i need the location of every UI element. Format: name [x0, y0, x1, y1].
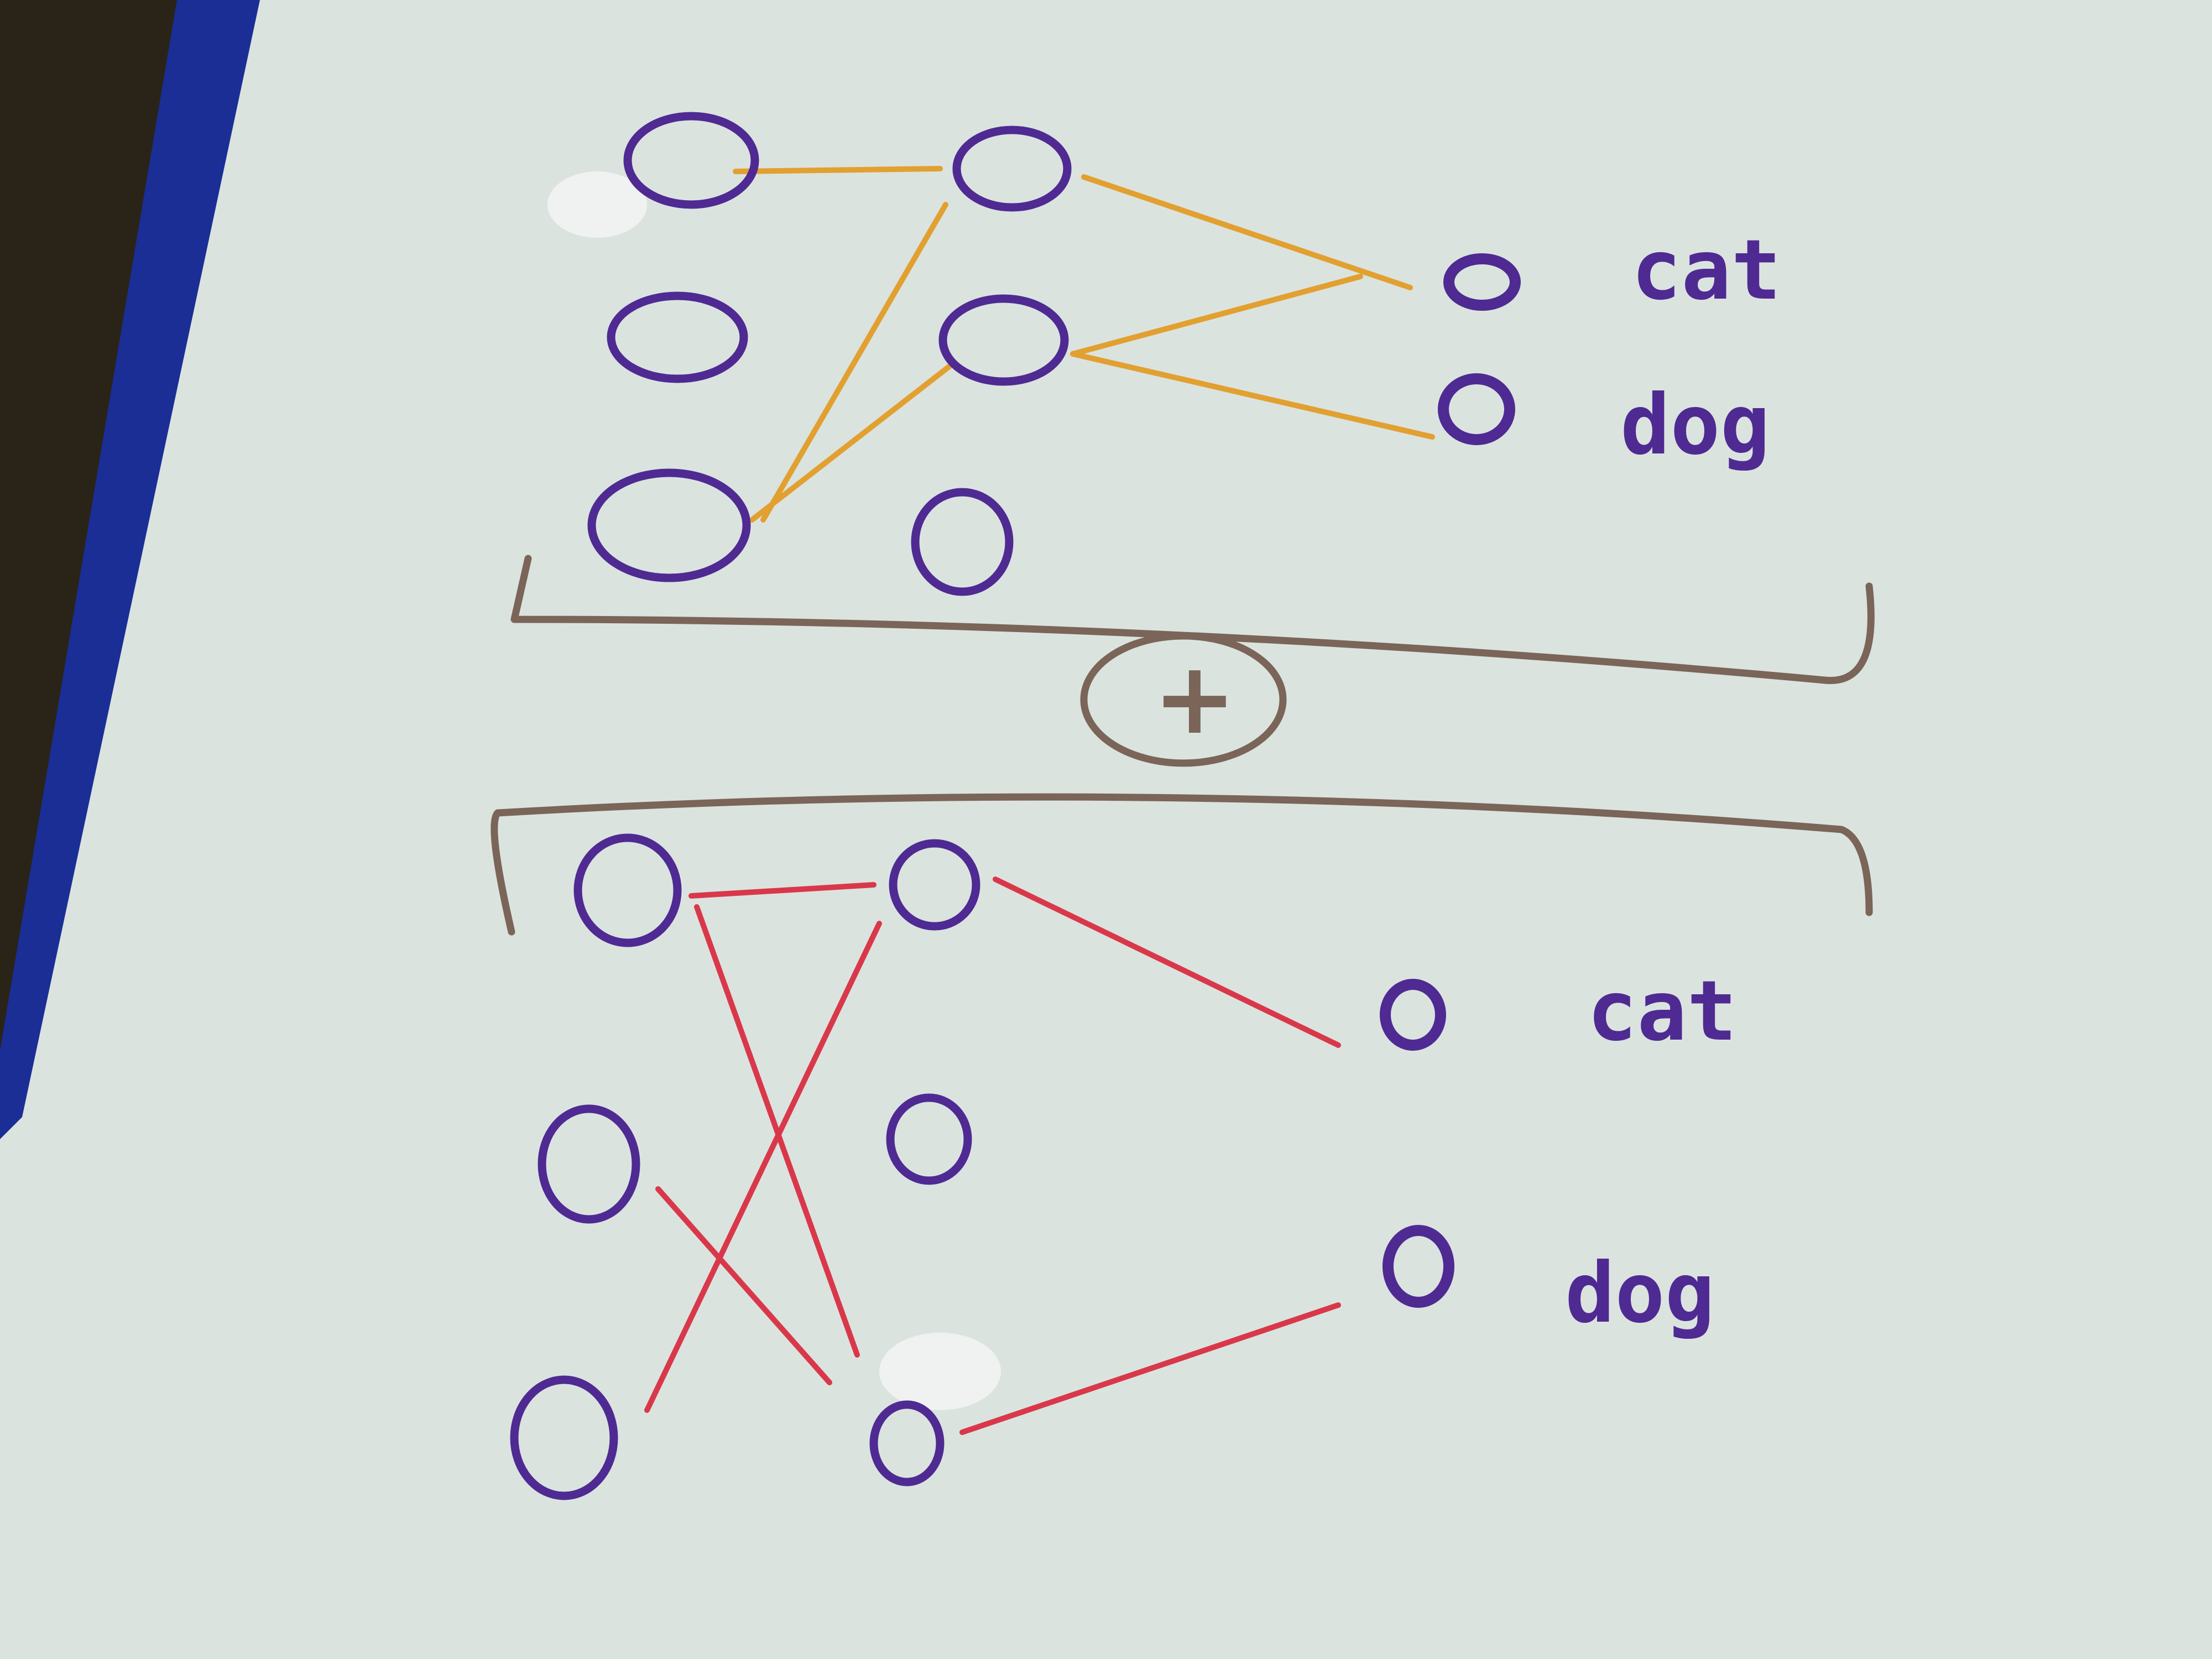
bracket-top: [510, 555, 1875, 685]
bracket-bottom: [491, 793, 1873, 936]
bottom-edge: [688, 882, 877, 899]
hidden-node: [869, 1400, 945, 1486]
glare-bottom: [879, 1333, 1001, 1410]
bottom-edge: [644, 921, 882, 1413]
bottom-edge: [694, 904, 860, 1358]
hidden-node: [952, 126, 1072, 212]
top-edge: [1081, 174, 1413, 290]
input-node: [607, 291, 748, 383]
top-edges: [733, 166, 1435, 523]
top-network: cat dog: [587, 112, 1781, 596]
output-node-dog: [1438, 373, 1515, 445]
combine-circle: [1080, 632, 1287, 767]
output-label-dog: dog: [1565, 1245, 1715, 1342]
hidden-node: [886, 1093, 972, 1185]
output-node-dog: [1383, 1225, 1454, 1308]
combine-symbol: +: [1153, 641, 1237, 757]
bottom-edges: [644, 877, 1341, 1435]
top-edge: [1070, 274, 1363, 357]
output-node-cat: [1443, 253, 1521, 311]
top-edge: [760, 202, 948, 523]
output-label-cat: cat: [1587, 963, 1737, 1060]
input-node: [538, 1104, 640, 1224]
hidden-node: [938, 294, 1069, 386]
output-label-dog: dog: [1620, 377, 1770, 473]
bottom-edge: [959, 1302, 1341, 1435]
input-node: [573, 833, 682, 947]
top-edge: [733, 166, 943, 174]
bottom-network: cat dog: [510, 833, 1737, 1500]
top-edge: [749, 362, 954, 523]
whiteboard-frame: [0, 0, 260, 1139]
output-label-cat: cat: [1631, 222, 1781, 319]
glare-top: [547, 171, 647, 238]
bottom-edge: [993, 877, 1341, 1048]
input-node: [510, 1375, 618, 1500]
combine-operator: +: [1080, 632, 1287, 767]
bottom-edge: [655, 1186, 832, 1385]
input-node: [623, 112, 759, 209]
top-edge: [1070, 351, 1435, 440]
hidden-node: [911, 488, 1014, 596]
hidden-node: [889, 839, 980, 931]
input-node: [587, 468, 751, 582]
output-node-cat: [1380, 979, 1446, 1051]
